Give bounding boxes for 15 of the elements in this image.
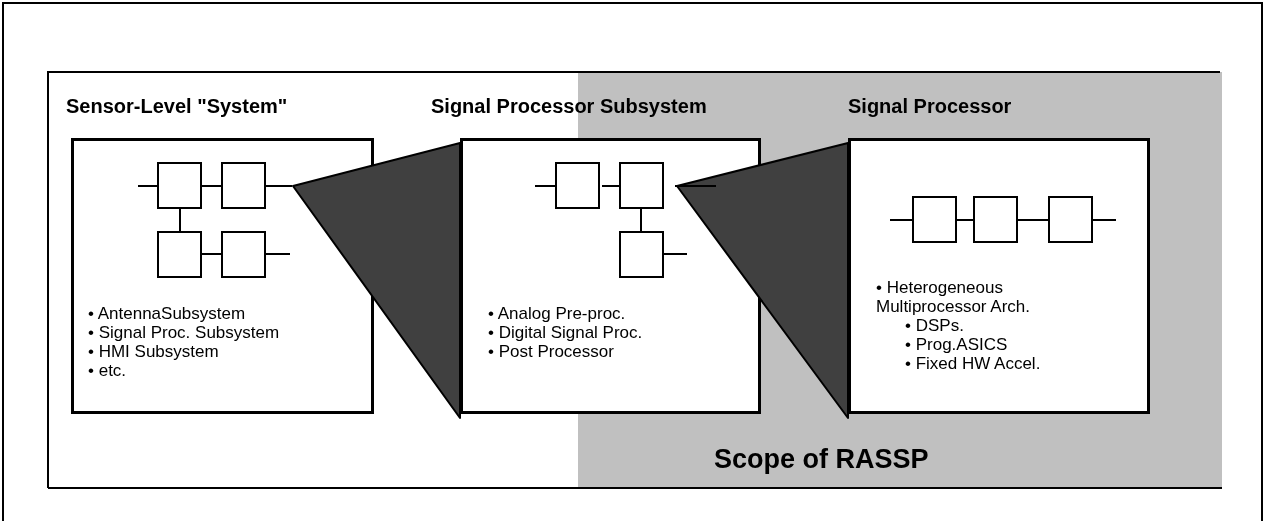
bullet-item: • Prog.ASICS [905, 335, 1009, 354]
bullet-item: • Heterogeneous Multiprocessor Arch. [876, 278, 1031, 316]
bullet-item: • AntennaSubsystem [88, 304, 247, 323]
bullet-item: • Fixed HW Accel. [905, 354, 1042, 373]
box-heading: Signal Processor Subsystem [431, 95, 707, 118]
bullet-item: • Digital Signal Proc. [488, 323, 644, 342]
region-title: Scope of RASSP [714, 444, 929, 475]
box-heading: Sensor-Level "System" [66, 95, 288, 118]
box-heading: Signal Processor [848, 95, 1012, 118]
bullet-item: • Post Processor [488, 342, 615, 361]
bullet-item: • HMI Subsystem [88, 342, 220, 361]
bullet-item: • etc. [88, 361, 128, 380]
bullet-item: • DSPs. [905, 316, 965, 335]
bullet-item: • Analog Pre-proc. [488, 304, 627, 323]
bullet-item: • Signal Proc. Subsystem [88, 323, 281, 342]
